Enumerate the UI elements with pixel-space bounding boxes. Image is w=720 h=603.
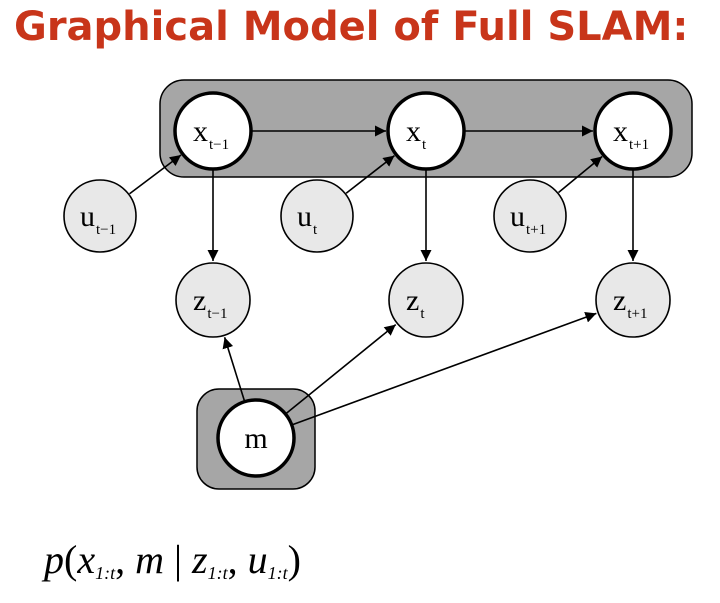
node-circle xyxy=(595,262,671,338)
node-circle xyxy=(493,179,567,253)
node-label: ut xyxy=(297,200,318,238)
node-label: ut−1 xyxy=(80,200,116,238)
node-label: zt xyxy=(406,284,425,322)
node-m: m xyxy=(216,398,296,478)
node-x-t: xt xyxy=(386,91,466,171)
node-x-prev: xt−1 xyxy=(173,91,253,171)
joint-posterior-formula: p(x1:t, m | z1:t, u1:t) xyxy=(44,537,301,583)
node-label: xt+1 xyxy=(613,115,649,153)
slide-title: Graphical Model of Full SLAM: xyxy=(14,4,689,50)
node-z-next: zt+1 xyxy=(595,262,671,338)
node-circle xyxy=(388,262,464,338)
edge-u_prev-to-x_prev xyxy=(129,154,182,195)
node-circle xyxy=(173,91,253,171)
node-circle xyxy=(175,262,251,338)
node-u-t: ut xyxy=(280,179,354,253)
node-circle xyxy=(280,179,354,253)
node-z-prev: zt−1 xyxy=(175,262,251,338)
node-circle xyxy=(386,91,466,171)
node-label: zt−1 xyxy=(193,284,227,322)
node-z-t: zt xyxy=(388,262,464,338)
edge-m-to-z_t xyxy=(285,323,397,415)
edge-u_next-to-x_next xyxy=(558,155,603,194)
node-label: xt−1 xyxy=(193,115,229,153)
node-circle xyxy=(216,398,296,478)
node-label: ut+1 xyxy=(510,200,546,238)
node-circle xyxy=(593,91,673,171)
node-label: m xyxy=(244,422,267,455)
node-circle xyxy=(63,179,137,253)
node-label: xt xyxy=(406,115,427,153)
edge-u_t-to-x_t xyxy=(345,154,395,194)
edge-m-to-z_prev xyxy=(222,336,246,402)
node-label: zt+1 xyxy=(613,284,647,322)
node-u-next: ut+1 xyxy=(493,179,567,253)
node-u-prev: ut−1 xyxy=(63,179,137,253)
node-x-next: xt+1 xyxy=(593,91,673,171)
edge-m-to-z_next xyxy=(292,312,597,426)
